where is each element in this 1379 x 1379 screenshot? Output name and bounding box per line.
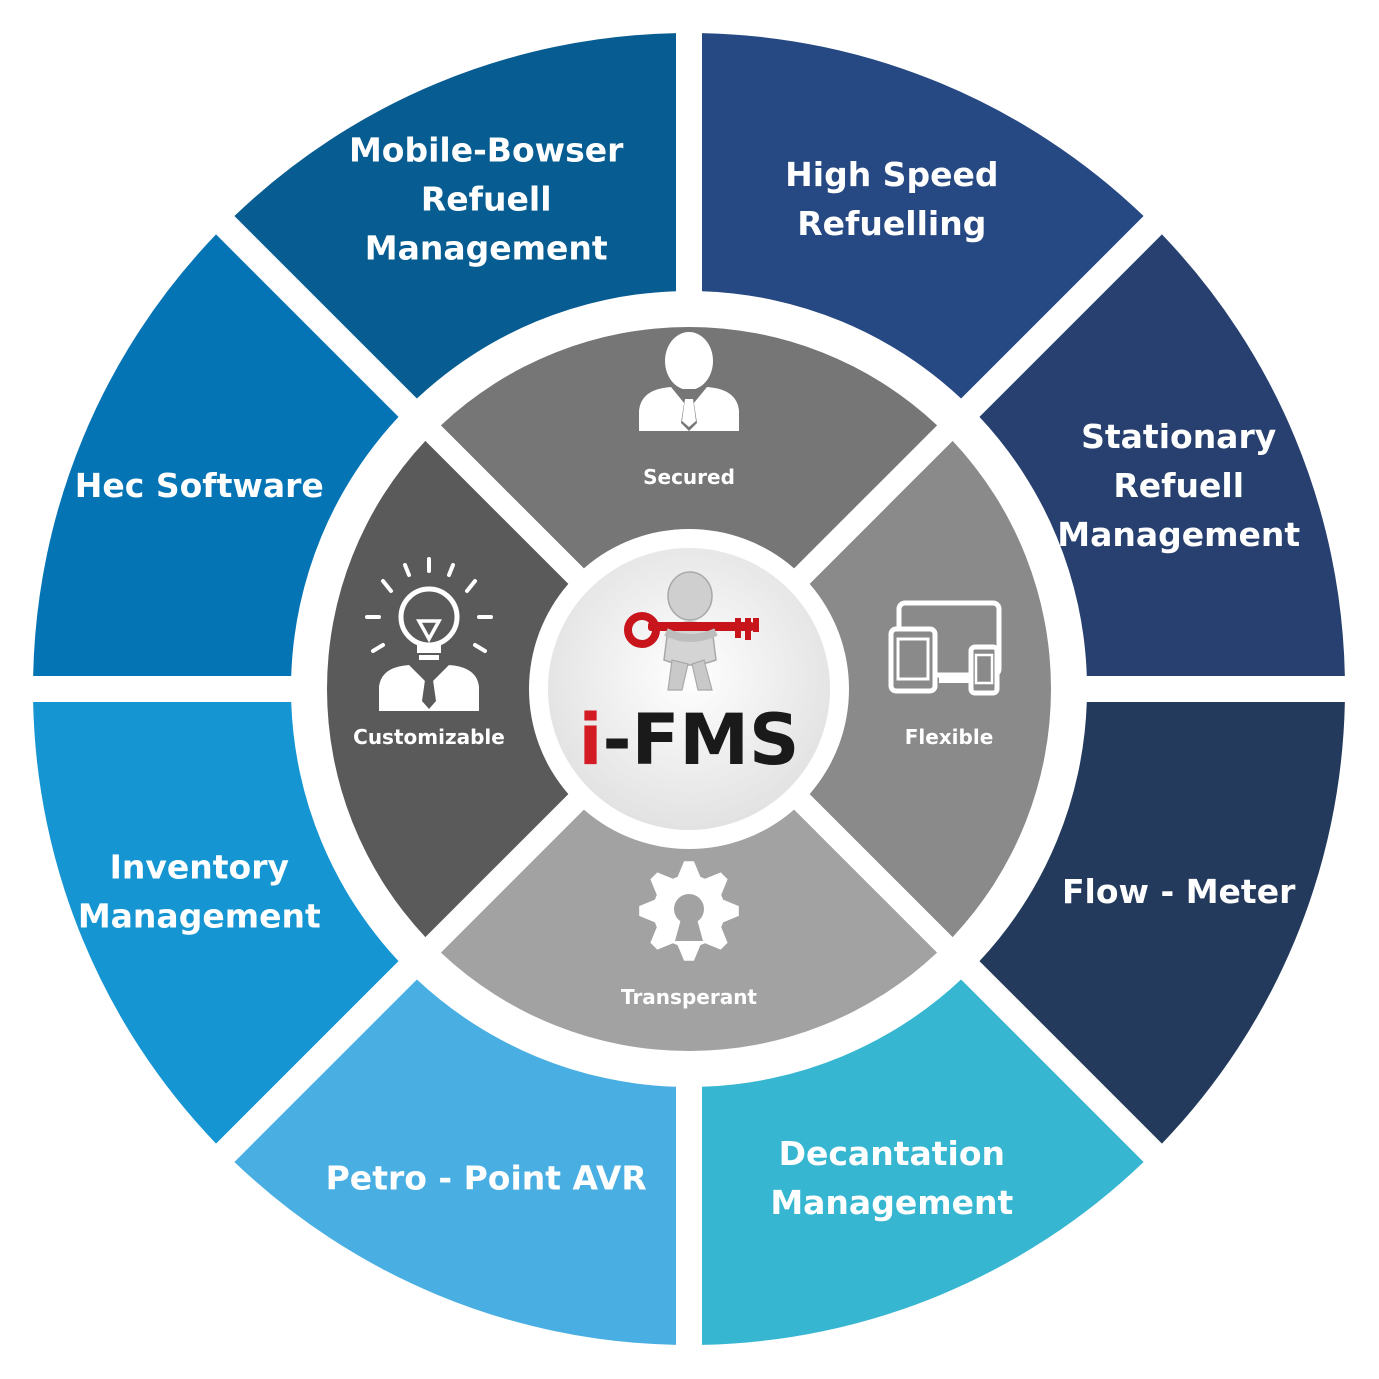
outer-segment: Petro - Point AVR	[234, 979, 677, 1345]
outer-segment-label-line: Refuell	[421, 179, 552, 218]
outer-segment-label-line: Stationary	[1081, 417, 1276, 456]
outer-segment-label: Petro - Point AVR	[326, 1159, 647, 1198]
outer-segment-label-line: Flow - Meter	[1062, 872, 1296, 911]
center-disc	[548, 548, 830, 830]
outer-segment-label-line: Management	[78, 896, 321, 935]
outer-segment-shape	[33, 702, 399, 1144]
logo-prefix: i	[579, 699, 603, 781]
outer-segment-label-line: Refuelling	[797, 204, 986, 243]
outer-segment-label-line: Petro - Point AVR	[326, 1159, 647, 1198]
outer-segment-shape	[234, 979, 677, 1345]
inner-segment-label: Flexible	[905, 725, 994, 749]
logo-text: i-FMS	[579, 699, 800, 781]
devices-icon	[888, 600, 1002, 696]
gear-icon	[639, 861, 739, 961]
outer-segment-label: Hec Software	[75, 466, 324, 505]
outer-segment: Hec Software	[33, 234, 399, 677]
outer-segment-label-line: Management	[770, 1183, 1013, 1222]
outer-segment-shape	[33, 234, 399, 677]
outer-segment-label-line: Decantation	[779, 1134, 1005, 1173]
figure-with-key-icon	[624, 571, 759, 691]
inner-segment: Secured	[440, 326, 938, 569]
outer-segment-label-line: Management	[365, 228, 608, 267]
center-logo: i-FMS	[539, 539, 839, 839]
businessman-icon	[639, 332, 739, 431]
inner-segment-label: Customizable	[353, 725, 505, 749]
logo-rest: -FMS	[603, 699, 800, 781]
outer-segment-shape	[702, 979, 1144, 1345]
inner-segment-label: Secured	[643, 465, 735, 489]
outer-segment-shape	[979, 702, 1345, 1144]
outer-segment-shape	[979, 234, 1345, 677]
outer-segment: Flow - Meter	[979, 702, 1345, 1144]
outer-segment-label-line: Mobile-Bowser	[349, 130, 624, 169]
lightbulb-person-icon	[365, 557, 493, 711]
outer-segment-shape	[702, 33, 1144, 399]
outer-segment-label-line: High Speed	[785, 155, 998, 194]
outer-segment-label-line: Inventory	[110, 847, 289, 886]
inner-segment-shape	[440, 326, 938, 569]
outer-segment-label-line: Management	[1057, 515, 1300, 554]
inner-segment: Customizable	[326, 440, 569, 938]
outer-segment-label-line: Refuell	[1113, 466, 1244, 505]
inner-segment-label: Transperant	[621, 985, 757, 1009]
inner-segment: Transperant	[440, 809, 938, 1052]
outer-segment-label: Flow - Meter	[1062, 872, 1296, 911]
outer-segment-shape	[234, 33, 677, 399]
inner-segment: Flexible	[809, 440, 1052, 938]
outer-segment-label-line: Hec Software	[75, 466, 324, 505]
